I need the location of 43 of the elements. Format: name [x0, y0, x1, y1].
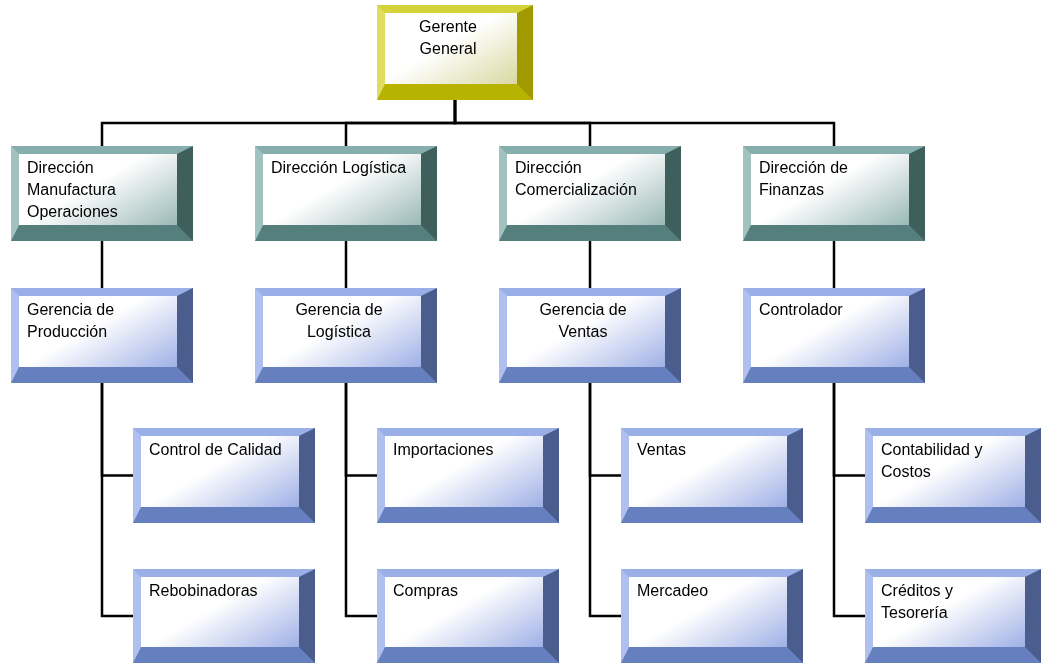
bevel-box — [865, 569, 1041, 663]
bevel-box — [133, 428, 315, 523]
node-label: Gerencia de Ventas — [538, 300, 628, 342]
node-label: Dirección Logística — [271, 158, 407, 178]
bevel-box — [133, 569, 315, 663]
node-label: Gerencia de Logística — [294, 300, 384, 342]
node-label: Dirección Manufactura Operaciones — [27, 158, 119, 222]
connector-line — [344, 383, 377, 618]
bevel-box — [499, 146, 681, 241]
bevel-box — [255, 288, 437, 383]
node-label: Dirección Comercialización — [515, 158, 638, 200]
connector-line — [832, 241, 836, 288]
node-label: Rebobinadoras — [149, 581, 259, 601]
node-label: Importaciones — [393, 440, 495, 460]
connector-line — [832, 383, 865, 618]
bevel-box — [743, 288, 925, 383]
bevel-box — [377, 428, 559, 523]
connector-line — [453, 100, 836, 146]
node-label: Ventas — [637, 440, 687, 460]
node-label: Mercadeo — [637, 581, 710, 601]
connector-line — [100, 241, 104, 288]
node-label: Controlador — [759, 300, 844, 320]
bevel-box — [621, 428, 803, 523]
bevel-box — [865, 428, 1041, 523]
node-label: Gerente General — [418, 17, 478, 59]
node-label: Dirección de Finanzas — [759, 158, 849, 200]
connector-line — [100, 383, 133, 618]
bevel-box — [11, 146, 193, 241]
node-label: Control de Calidad — [149, 440, 283, 460]
node-label: Gerencia de Producción — [27, 300, 116, 342]
node-label: Compras — [393, 581, 459, 601]
bevel-box — [499, 288, 681, 383]
connector-line — [588, 241, 592, 288]
bevel-box — [621, 569, 803, 663]
node-label: Contabilidad y Costos — [881, 440, 984, 482]
connector-line — [588, 383, 621, 618]
bevel-box — [377, 569, 559, 663]
bevel-box — [255, 146, 437, 241]
bevel-box — [743, 146, 925, 241]
bevel-box — [377, 5, 533, 100]
bevel-box — [11, 288, 193, 383]
node-label: Créditos y Tesorería — [881, 581, 955, 623]
connector-line — [344, 241, 348, 288]
